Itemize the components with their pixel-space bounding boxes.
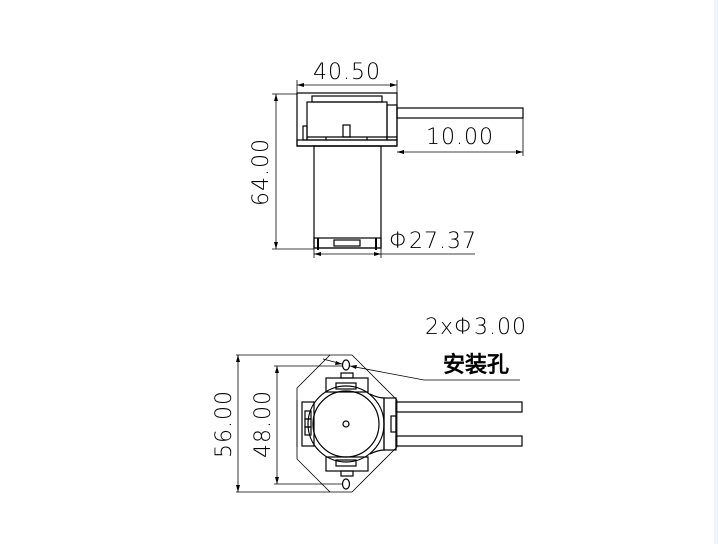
bottom-view: 56.00 48.00 2xΦ3.00 安装孔 <box>212 315 527 493</box>
tube <box>396 107 524 119</box>
motor-body <box>313 145 382 249</box>
mounting-holes-label: 安装孔 <box>443 352 509 378</box>
tube-inlet <box>395 435 523 447</box>
holes-dimension: 2xΦ3.00 <box>425 315 527 340</box>
width-dimension: 40.50 <box>313 60 381 85</box>
height-dimension: 64.00 <box>249 138 274 206</box>
shaft-center <box>342 420 350 428</box>
diameter-dimension: Φ27.37 <box>389 229 477 254</box>
pump-head-inner <box>312 390 380 458</box>
mounting-hole-top <box>341 359 351 371</box>
tube-dimension: 10.00 <box>426 125 494 150</box>
top-view: 40.50 64.00 10.00 Φ27.37 <box>249 60 524 258</box>
window-edge <box>714 0 718 544</box>
tube-outlet <box>395 401 523 413</box>
outer-height-dimension: 56.00 <box>212 390 237 458</box>
inner-height-dimension: 48.00 <box>251 390 276 458</box>
mounting-hole-bottom <box>341 478 351 490</box>
pump-head-outer <box>307 385 385 463</box>
